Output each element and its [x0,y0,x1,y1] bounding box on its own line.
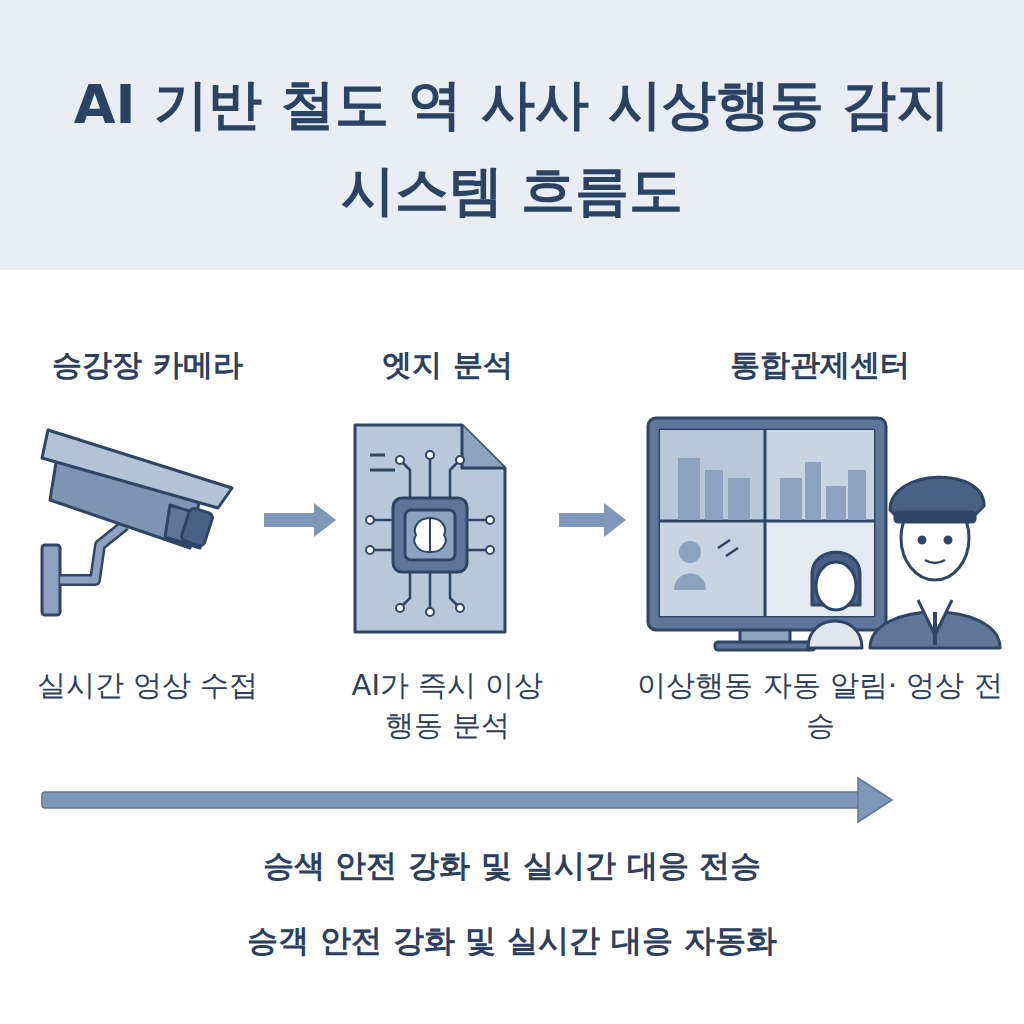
camera-stage: 승강장 카메라실시간 엉상 수접 [35,345,260,745]
edge-chip-icon [355,425,505,632]
footer-caption: 승색 안전 강화 및 실시간 대응 전승 [40,845,984,887]
stage-description: AI가 즉시 이상행동 분석 [340,665,555,745]
flow-connector [559,503,626,537]
edge-analysis-stage: 엣지 분석 AI가 즉시 이상행동 분석 [340,345,555,745]
control-center-stage: 통합관제센터이상행동 자동 알림· 엉상 전승 [630,345,1010,745]
flow-arrow [42,778,892,822]
diagram-title: AI 기반 철도 역 사사 시상행동 감지 시스템 흐름도 [40,62,984,234]
stage-description: 실시간 엉상 수접 [35,665,260,705]
stage-description: 이상행동 자동 알림· 엉상 전승 [630,665,1010,745]
stage-heading: 엣지 분석 [340,345,555,386]
control-center-icon [648,418,1000,650]
stage-heading: 승강장 카메라 [35,345,260,386]
footer-caption: 승객 안전 강화 및 실시간 대응 자동화 [40,920,984,962]
stage-heading: 통합관제센터 [630,345,1010,386]
flow-connector [264,503,336,537]
camera-icon [42,430,232,615]
